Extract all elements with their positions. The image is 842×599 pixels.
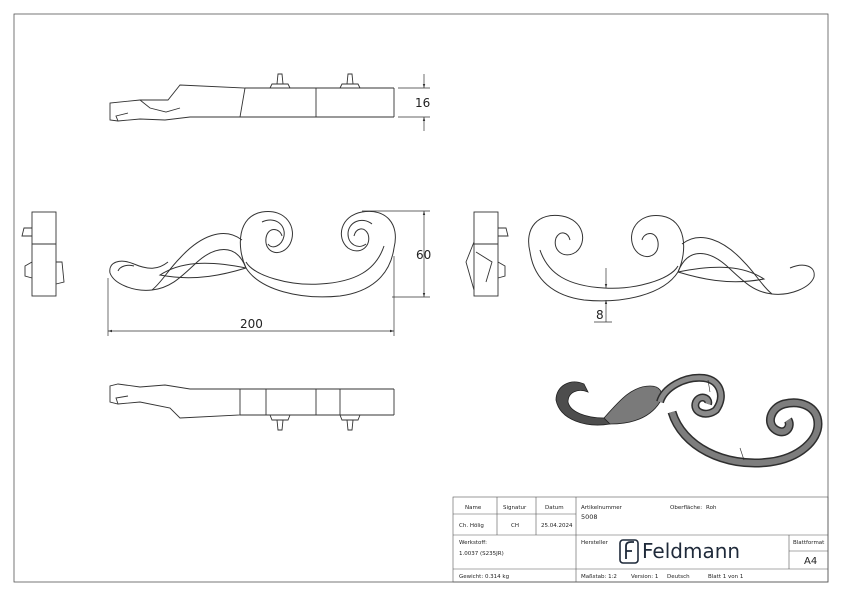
tb-label-signature: Signatur: [503, 505, 527, 511]
sheet-border: [13, 13, 829, 583]
dims-back: [594, 268, 612, 323]
feldmann-logo-text: Feldmann: [642, 539, 740, 563]
feldmann-logo: Feldmann: [619, 539, 740, 564]
tb-label-manufacturer: Hersteller: [581, 540, 609, 546]
tb-signature: CH: [511, 523, 519, 529]
dims-front: [107, 210, 430, 336]
tb-label-article-number: Artikelnummer: [581, 505, 623, 511]
tb-language: Deutsch: [667, 574, 690, 580]
tb-label-surface: Oberfläche:: [670, 505, 702, 511]
tb-material: 1.0037 (S235JR): [459, 551, 504, 557]
left-side-view: [21, 211, 65, 297]
tb-label-material: Werkstoff:: [459, 540, 487, 546]
dim-60-label: 60: [416, 248, 431, 262]
dim-200-label: 200: [240, 317, 263, 331]
isometric-view: [555, 373, 823, 468]
tb-version: Version: 1: [631, 574, 658, 580]
tb-sheet-format: A4: [804, 556, 817, 567]
tb-sheet: Blatt 1 von 1: [708, 574, 743, 580]
tb-label-name: Name: [465, 505, 482, 511]
back-view: [528, 214, 815, 302]
tb-label-sheet-format: Blattformat: [793, 540, 825, 546]
right-side-view: [465, 211, 509, 297]
dim-16-label: 16: [415, 96, 430, 110]
tb-surface: Roh: [706, 505, 717, 511]
top-view: [109, 73, 395, 122]
tb-weight: Gewicht: 0.314 kg: [459, 574, 509, 580]
tb-scale: Maßstab: 1:2: [581, 574, 617, 580]
height-dimension-top: [398, 74, 430, 131]
tb-name: Ch. Hölig: [459, 523, 484, 529]
title-block: [452, 496, 829, 583]
tb-date: 25.04.2024: [541, 523, 573, 529]
front-view: [109, 210, 396, 298]
dim-8-label: 8: [596, 308, 604, 322]
feldmann-f-logo-icon: [619, 539, 639, 564]
bottom-view: [109, 383, 395, 431]
tb-label-date: Datum: [545, 505, 564, 511]
tb-article-number: 5008: [581, 513, 598, 521]
